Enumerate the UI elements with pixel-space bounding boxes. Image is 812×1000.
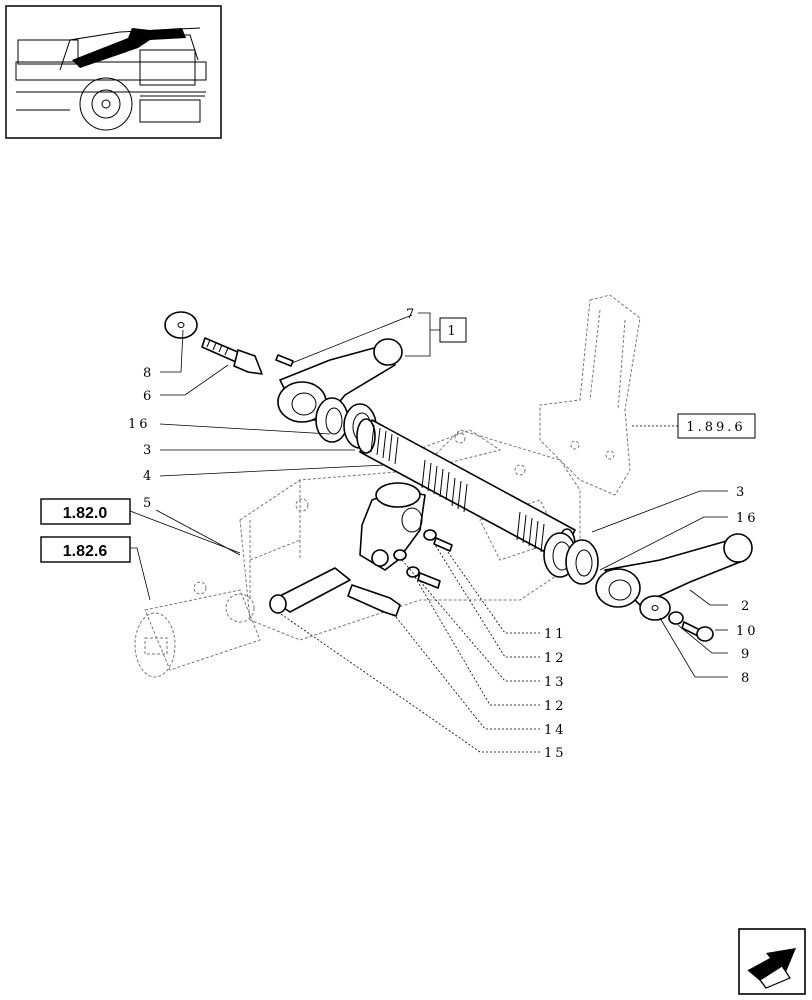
part-2-lift-arm-right: [595, 533, 753, 608]
ref-box-1820-label: 1.82.0: [63, 505, 108, 522]
callout-4: 4: [143, 469, 154, 484]
part-13-washer: [393, 549, 407, 561]
callout-12-a: 12: [544, 651, 567, 666]
next-page-arrow-icon[interactable]: [738, 928, 806, 995]
part-14-clevis-pin: [347, 584, 401, 617]
part-bolt-lower: [417, 572, 441, 589]
group-box-1[interactable]: 1: [439, 317, 467, 343]
center-lever: [359, 482, 426, 571]
callout-9: 9: [741, 647, 752, 662]
group-box-1-label: 1: [447, 324, 458, 339]
part-16-ring-left: [315, 397, 349, 443]
ref-box-1896-label: 1.89.6: [686, 420, 745, 435]
callout-8-right: 8: [741, 671, 752, 686]
part-12-washer-a: [423, 529, 437, 541]
part-9-lock-washer: [668, 611, 684, 625]
callout-12-b: 12: [544, 699, 567, 714]
part-6-bolt: [201, 337, 263, 375]
callout-8-left: 8: [143, 366, 154, 381]
part-8-washer-left: [164, 311, 198, 339]
callout-3-left: 3: [143, 443, 154, 458]
part-11-bolt: [433, 537, 453, 552]
callout-7: 7: [406, 307, 417, 322]
part-10-bolt: [681, 621, 714, 642]
ref-box-1820[interactable]: 1.82.0: [40, 498, 131, 525]
callout-5: 5: [143, 496, 154, 511]
part-1-lift-arm-left: [277, 338, 403, 423]
callout-3-right: 3: [736, 485, 747, 500]
part-16-ring-right: [565, 539, 599, 585]
ref-box-1826-label: 1.82.6: [63, 543, 108, 560]
ref-box-1826[interactable]: 1.82.6: [40, 536, 131, 563]
callout-13: 13: [544, 675, 567, 690]
callout-6: 6: [143, 389, 154, 404]
callout-2: 2: [741, 599, 752, 614]
cylinder-outline: [134, 581, 261, 678]
callout-labels: 7 8 6 16 3 4 5 3 16 2 10 9 8 11 12 13 12…: [128, 307, 759, 761]
bracket-outline: [539, 294, 641, 496]
callout-15: 15: [544, 746, 567, 761]
part-7-pin: [275, 354, 294, 367]
ref-box-1896[interactable]: 1.89.6: [677, 413, 756, 439]
leader-lines: [129, 312, 728, 753]
part-8-washer-right: [639, 595, 671, 621]
callout-11: 11: [544, 627, 567, 642]
callout-16-right: 16: [736, 511, 759, 526]
part-12-washer-b: [406, 566, 420, 578]
callout-14: 14: [544, 723, 567, 738]
tractor-overview-thumbnail[interactable]: [5, 5, 222, 139]
callout-10: 10: [736, 624, 759, 639]
callout-16-left: 16: [128, 417, 151, 432]
part-15-rod: [269, 567, 351, 614]
